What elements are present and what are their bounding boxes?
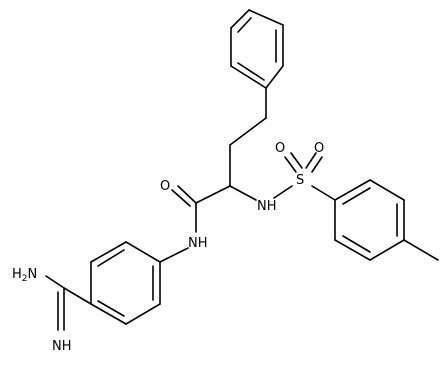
bond-s-o1-a — [284, 156, 297, 173]
atom-nh-sulfonamide: NH — [257, 199, 277, 214]
atom-o-carbonyl: O — [160, 179, 170, 194]
bond-s-ring — [311, 185, 336, 201]
bond-alpha-carbonyl — [195, 185, 231, 204]
atom-nh-amide: NH — [188, 236, 208, 251]
bond-nh-s — [273, 185, 293, 199]
bond-s-o2-b — [311, 156, 323, 173]
bond-carbonyl-o-2 — [171, 189, 191, 207]
bond-s-o1-b — [290, 152, 303, 169]
atom-nh2-h: H — [12, 267, 22, 282]
atom-nh2-sub: 2 — [22, 274, 28, 284]
bond-amidine-nh2 — [45, 275, 65, 289]
bond-ch2-ch2 — [229, 117, 267, 146]
bond-ring-methyl — [403, 239, 439, 261]
atom-nh-imine: NH — [52, 339, 72, 354]
bond-alpha-nh — [229, 185, 257, 201]
bond-carbonyl-o-1 — [177, 185, 197, 204]
atom-o-s2: O — [314, 141, 324, 156]
bond-s-o2-a — [305, 152, 317, 169]
tolyl-ring — [334, 179, 405, 261]
phenyl-ring — [230, 9, 284, 89]
atom-s: S — [296, 173, 304, 188]
atom-nh2: H2N — [12, 267, 37, 284]
aniline-ring — [90, 241, 161, 325]
bond-nh-ring — [159, 247, 189, 263]
atom-o-s1: O — [275, 141, 285, 156]
atom-nh2-n: N — [28, 267, 38, 282]
bond-ring-amidine — [63, 287, 92, 305]
